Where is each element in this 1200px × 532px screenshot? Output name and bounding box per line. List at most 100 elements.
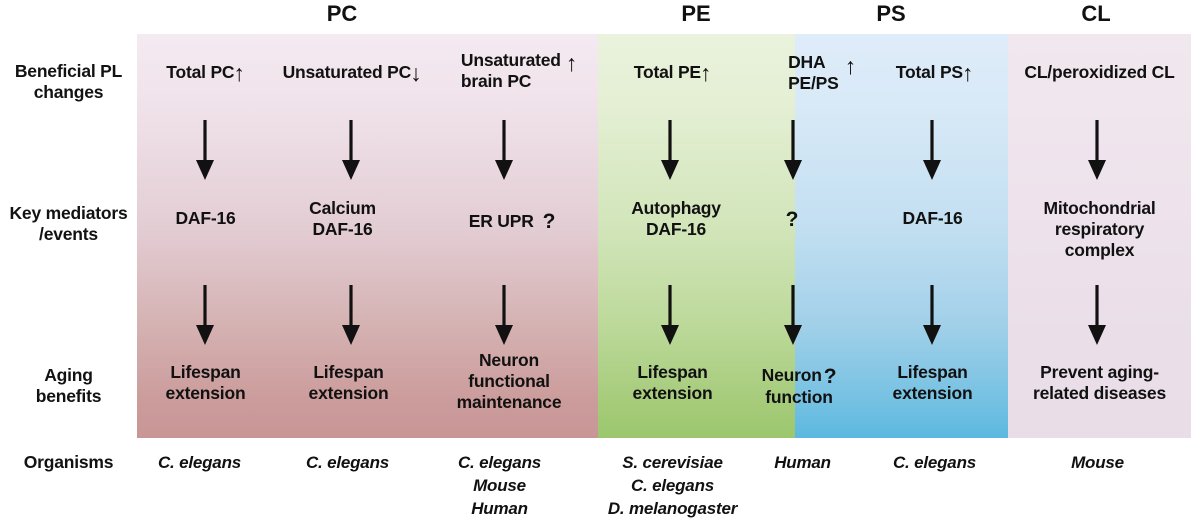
change-text-group-col1: Total PC↑ bbox=[166, 60, 245, 86]
organism-line: Human bbox=[471, 498, 528, 518]
benefit-line: Lifespan bbox=[897, 362, 968, 382]
flow-arrow-icon-col2-r2 bbox=[342, 285, 360, 345]
row-label-organisms: Organisms bbox=[0, 452, 137, 473]
cell-benefits-col2: Lifespan extension bbox=[280, 362, 417, 404]
mediator-group-col3: ER UPR? bbox=[469, 208, 556, 233]
mediator-line: DAF-16 bbox=[902, 208, 963, 228]
benefit-line: Neuron bbox=[761, 365, 822, 385]
arrow-up-icon: ↑ bbox=[233, 60, 245, 86]
mediator-line: ER UPR bbox=[468, 211, 534, 231]
cell-mediators-col3: ER UPR? bbox=[427, 208, 597, 233]
organism-line: C. elegans bbox=[305, 453, 390, 472]
benefit-line: related diseases bbox=[1033, 383, 1166, 403]
cell-change-col6: Total PS↑ bbox=[862, 60, 1007, 86]
column-band-cl bbox=[1008, 34, 1191, 438]
row-label-beneficial-pl-changes: Beneficial PL changes bbox=[0, 61, 137, 104]
cell-benefits-col1: Lifespan extension bbox=[137, 362, 274, 404]
change-label-col6: Total PS bbox=[895, 62, 963, 82]
change-label-line: DHA bbox=[788, 52, 826, 72]
cell-mediators-col1: DAF-16 bbox=[137, 208, 274, 229]
cell-change-col1: Total PC↑ bbox=[137, 60, 274, 86]
organism-line: C. elegans bbox=[630, 475, 715, 495]
flow-arrow-icon-col1-r2 bbox=[196, 285, 214, 345]
organism-line: C. elegans bbox=[457, 453, 542, 472]
cell-organisms-col5: Human bbox=[750, 452, 855, 475]
row-label-line: benefits bbox=[35, 386, 102, 407]
flow-arrow-icon-col6-r1 bbox=[923, 120, 941, 180]
change-text-group-col2: Unsaturated PC↓ bbox=[282, 60, 422, 86]
flow-arrow-icon-col4-r2 bbox=[661, 285, 679, 345]
cell-organisms-col7: Mouse bbox=[1035, 452, 1160, 475]
cell-change-col2: Unsaturated PC↓ bbox=[262, 60, 442, 86]
organism-line: Mouse bbox=[473, 475, 526, 495]
flow-arrow-icon-col7-r2 bbox=[1088, 285, 1106, 345]
cell-mediators-col2: Calcium DAF-16 bbox=[274, 198, 411, 240]
organism-line: S. cerevisiae bbox=[622, 453, 723, 472]
benefit-line: Lifespan bbox=[313, 362, 384, 382]
mediator-line: respiratory bbox=[1054, 219, 1145, 239]
change-label-line: PE/PS bbox=[788, 73, 839, 93]
cell-organisms-col2: C. elegans bbox=[285, 452, 410, 475]
cell-benefits-col6: Lifespan extension bbox=[860, 362, 1005, 404]
row-label-line: changes bbox=[33, 82, 104, 103]
benefit-line: extension bbox=[632, 383, 713, 403]
benefit-line: extension bbox=[892, 383, 973, 403]
row-label-key-mediators-events: Key mediators /events bbox=[0, 203, 137, 246]
change-label-col4: Total PE bbox=[633, 62, 701, 82]
mediator-line: complex bbox=[1064, 240, 1135, 260]
benefit-line: Neuron bbox=[478, 350, 540, 370]
column-band-pc bbox=[137, 34, 598, 438]
change-label-line: Unsaturated bbox=[460, 50, 561, 70]
benefit-line: Lifespan bbox=[170, 362, 241, 382]
row-label-line: Beneficial PL bbox=[14, 61, 123, 81]
organism-line: Mouse bbox=[1071, 453, 1124, 472]
flow-arrow-icon-col6-r2 bbox=[923, 285, 941, 345]
row-label-line: Key mediators bbox=[9, 203, 128, 223]
flow-arrow-icon-col4-r1 bbox=[661, 120, 679, 180]
cell-organisms-col3: C. elegans Mouse Human bbox=[437, 452, 562, 521]
arrow-down-icon: ↓ bbox=[410, 60, 422, 86]
cell-mediators-col4: Autophagy DAF-16 bbox=[600, 198, 752, 240]
cell-organisms-col1: C. elegans bbox=[137, 452, 262, 475]
column-header-cl: CL bbox=[1081, 1, 1111, 26]
question-mark-icon: ? bbox=[823, 365, 837, 388]
arrow-up-icon: ↑ bbox=[699, 60, 712, 86]
row-label-line: /events bbox=[39, 224, 98, 245]
cell-mediators-col7: Mitochondrial respiratory complex bbox=[1008, 198, 1191, 261]
change-label-col2: Unsaturated PC bbox=[282, 62, 412, 82]
cell-change-col4: Total PE↑ bbox=[600, 60, 745, 86]
benefit-line: functional bbox=[468, 371, 550, 391]
benefit-line: Prevent aging- bbox=[1040, 362, 1159, 382]
column-header-ps: PS bbox=[876, 1, 906, 26]
change-label-col7: CL/peroxidized CL bbox=[1024, 62, 1175, 82]
mediator-line: Mitochondrial bbox=[1043, 198, 1156, 218]
column-band-ps bbox=[795, 34, 1008, 438]
benefit-line: extension bbox=[308, 383, 389, 403]
row-label-aging-benefits: Aging benefits bbox=[0, 365, 137, 408]
mediator-line: Autophagy bbox=[631, 198, 721, 218]
row-label-line: Aging bbox=[44, 365, 93, 385]
benefit-line: maintenance bbox=[456, 392, 562, 412]
cell-mediators-col5: ? bbox=[762, 207, 822, 232]
change-text-group-col6: Total PS↑ bbox=[895, 60, 974, 86]
arrow-up-icon: ↑ bbox=[961, 60, 974, 86]
flow-arrow-icon-col5-r2 bbox=[784, 285, 802, 345]
flow-arrow-icon-col5-r1 bbox=[784, 120, 802, 180]
cell-benefits-col7: Prevent aging- related diseases bbox=[1008, 362, 1191, 404]
row-label-line: Organisms bbox=[23, 452, 114, 472]
question-mark-icon: ? bbox=[542, 210, 556, 233]
column-header-pc: PC bbox=[326, 1, 358, 26]
benefit-line-group: Neuron? bbox=[744, 362, 854, 388]
cell-benefits-col3: Neuron functional maintenance bbox=[424, 350, 594, 413]
cell-benefits-col5: Neuron? function bbox=[744, 362, 854, 408]
organism-line: C. elegans bbox=[892, 453, 977, 472]
column-band-pe bbox=[598, 34, 795, 438]
flow-arrow-icon-col3-r2 bbox=[495, 285, 513, 345]
